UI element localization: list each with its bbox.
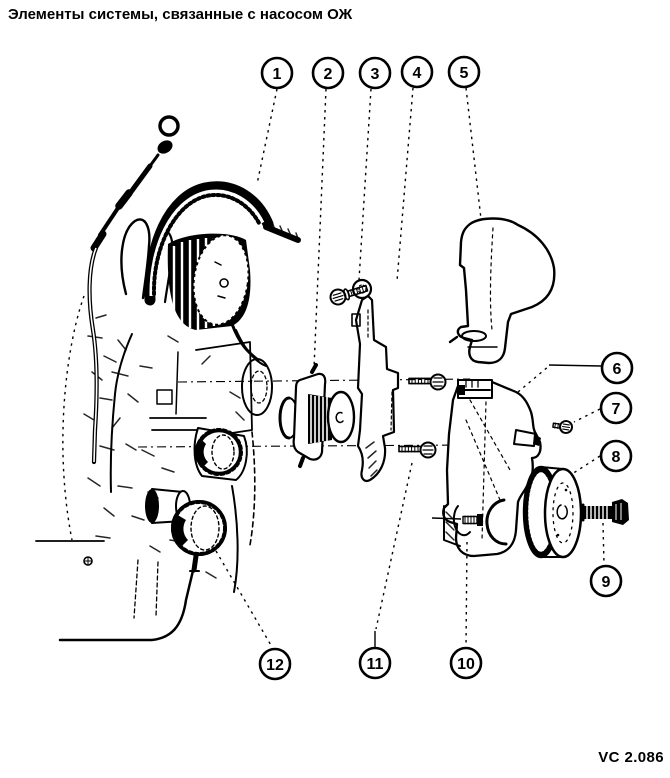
callout-1: 1 (260, 56, 294, 90)
water-pump (278, 363, 356, 468)
leader-6b (548, 364, 602, 367)
callout-11: 11 (358, 646, 392, 680)
small-bolt (552, 420, 573, 434)
leader-11a (375, 462, 413, 630)
dipstick (87, 115, 180, 465)
leader-lines (215, 87, 605, 648)
callout-6: 6 (600, 351, 634, 385)
leader-6a (517, 365, 550, 393)
callout-4-number: 4 (413, 65, 422, 82)
callout-5: 5 (447, 55, 481, 89)
callout-8: 8 (599, 439, 633, 473)
flange-bolt (431, 514, 483, 526)
callout-3-number: 3 (371, 66, 380, 83)
leader-1 (256, 88, 278, 185)
leader-5 (465, 87, 482, 220)
leader-9 (602, 522, 605, 566)
callout-1-number: 1 (273, 66, 282, 83)
leader-7 (573, 408, 601, 423)
mounting-bolt-middle (408, 373, 447, 391)
callout-4: 4 (400, 55, 434, 89)
callout-8-number: 8 (612, 449, 621, 466)
callout-5-number: 5 (460, 65, 469, 82)
leader-2 (313, 88, 327, 369)
callout-11-number: 11 (367, 656, 384, 673)
upper-belt-cover (448, 217, 556, 365)
leader-3 (358, 88, 372, 281)
figure-title: Элементы системы, связанные с насосом ОЖ (8, 6, 353, 23)
callout-2-number: 2 (324, 66, 333, 83)
callout-2: 2 (311, 56, 345, 90)
coolant-pump-housing (431, 378, 542, 558)
callout-12-number: 12 (266, 657, 284, 674)
timing-belt (144, 181, 301, 306)
engine-block (35, 218, 273, 642)
callout-10-number: 10 (457, 656, 475, 673)
callout-9-number: 9 (602, 574, 611, 591)
tensioner-sprocket (193, 427, 248, 481)
callout-3: 3 (358, 56, 392, 90)
camshaft-sprocket (167, 233, 260, 362)
pulley-bolt (581, 499, 629, 525)
callout-9: 9 (589, 564, 623, 598)
mounting-bolt-upper (329, 284, 369, 306)
crankshaft-sprocket (171, 500, 227, 573)
leader-10 (465, 541, 468, 648)
leader-8 (571, 455, 601, 475)
callout-10: 10 (449, 646, 483, 680)
mounting-bolt-lower (398, 441, 437, 459)
leader-4 (396, 87, 414, 282)
callout-6-number: 6 (613, 361, 622, 378)
pump-pulley (522, 465, 583, 559)
callout-7-number: 7 (612, 401, 621, 418)
rear-cover-bracket (351, 278, 400, 482)
callout-7: 7 (599, 391, 633, 425)
figure-code: VC 2.086 (598, 749, 664, 766)
leader-12 (215, 550, 273, 648)
callout-12: 12 (258, 647, 292, 681)
